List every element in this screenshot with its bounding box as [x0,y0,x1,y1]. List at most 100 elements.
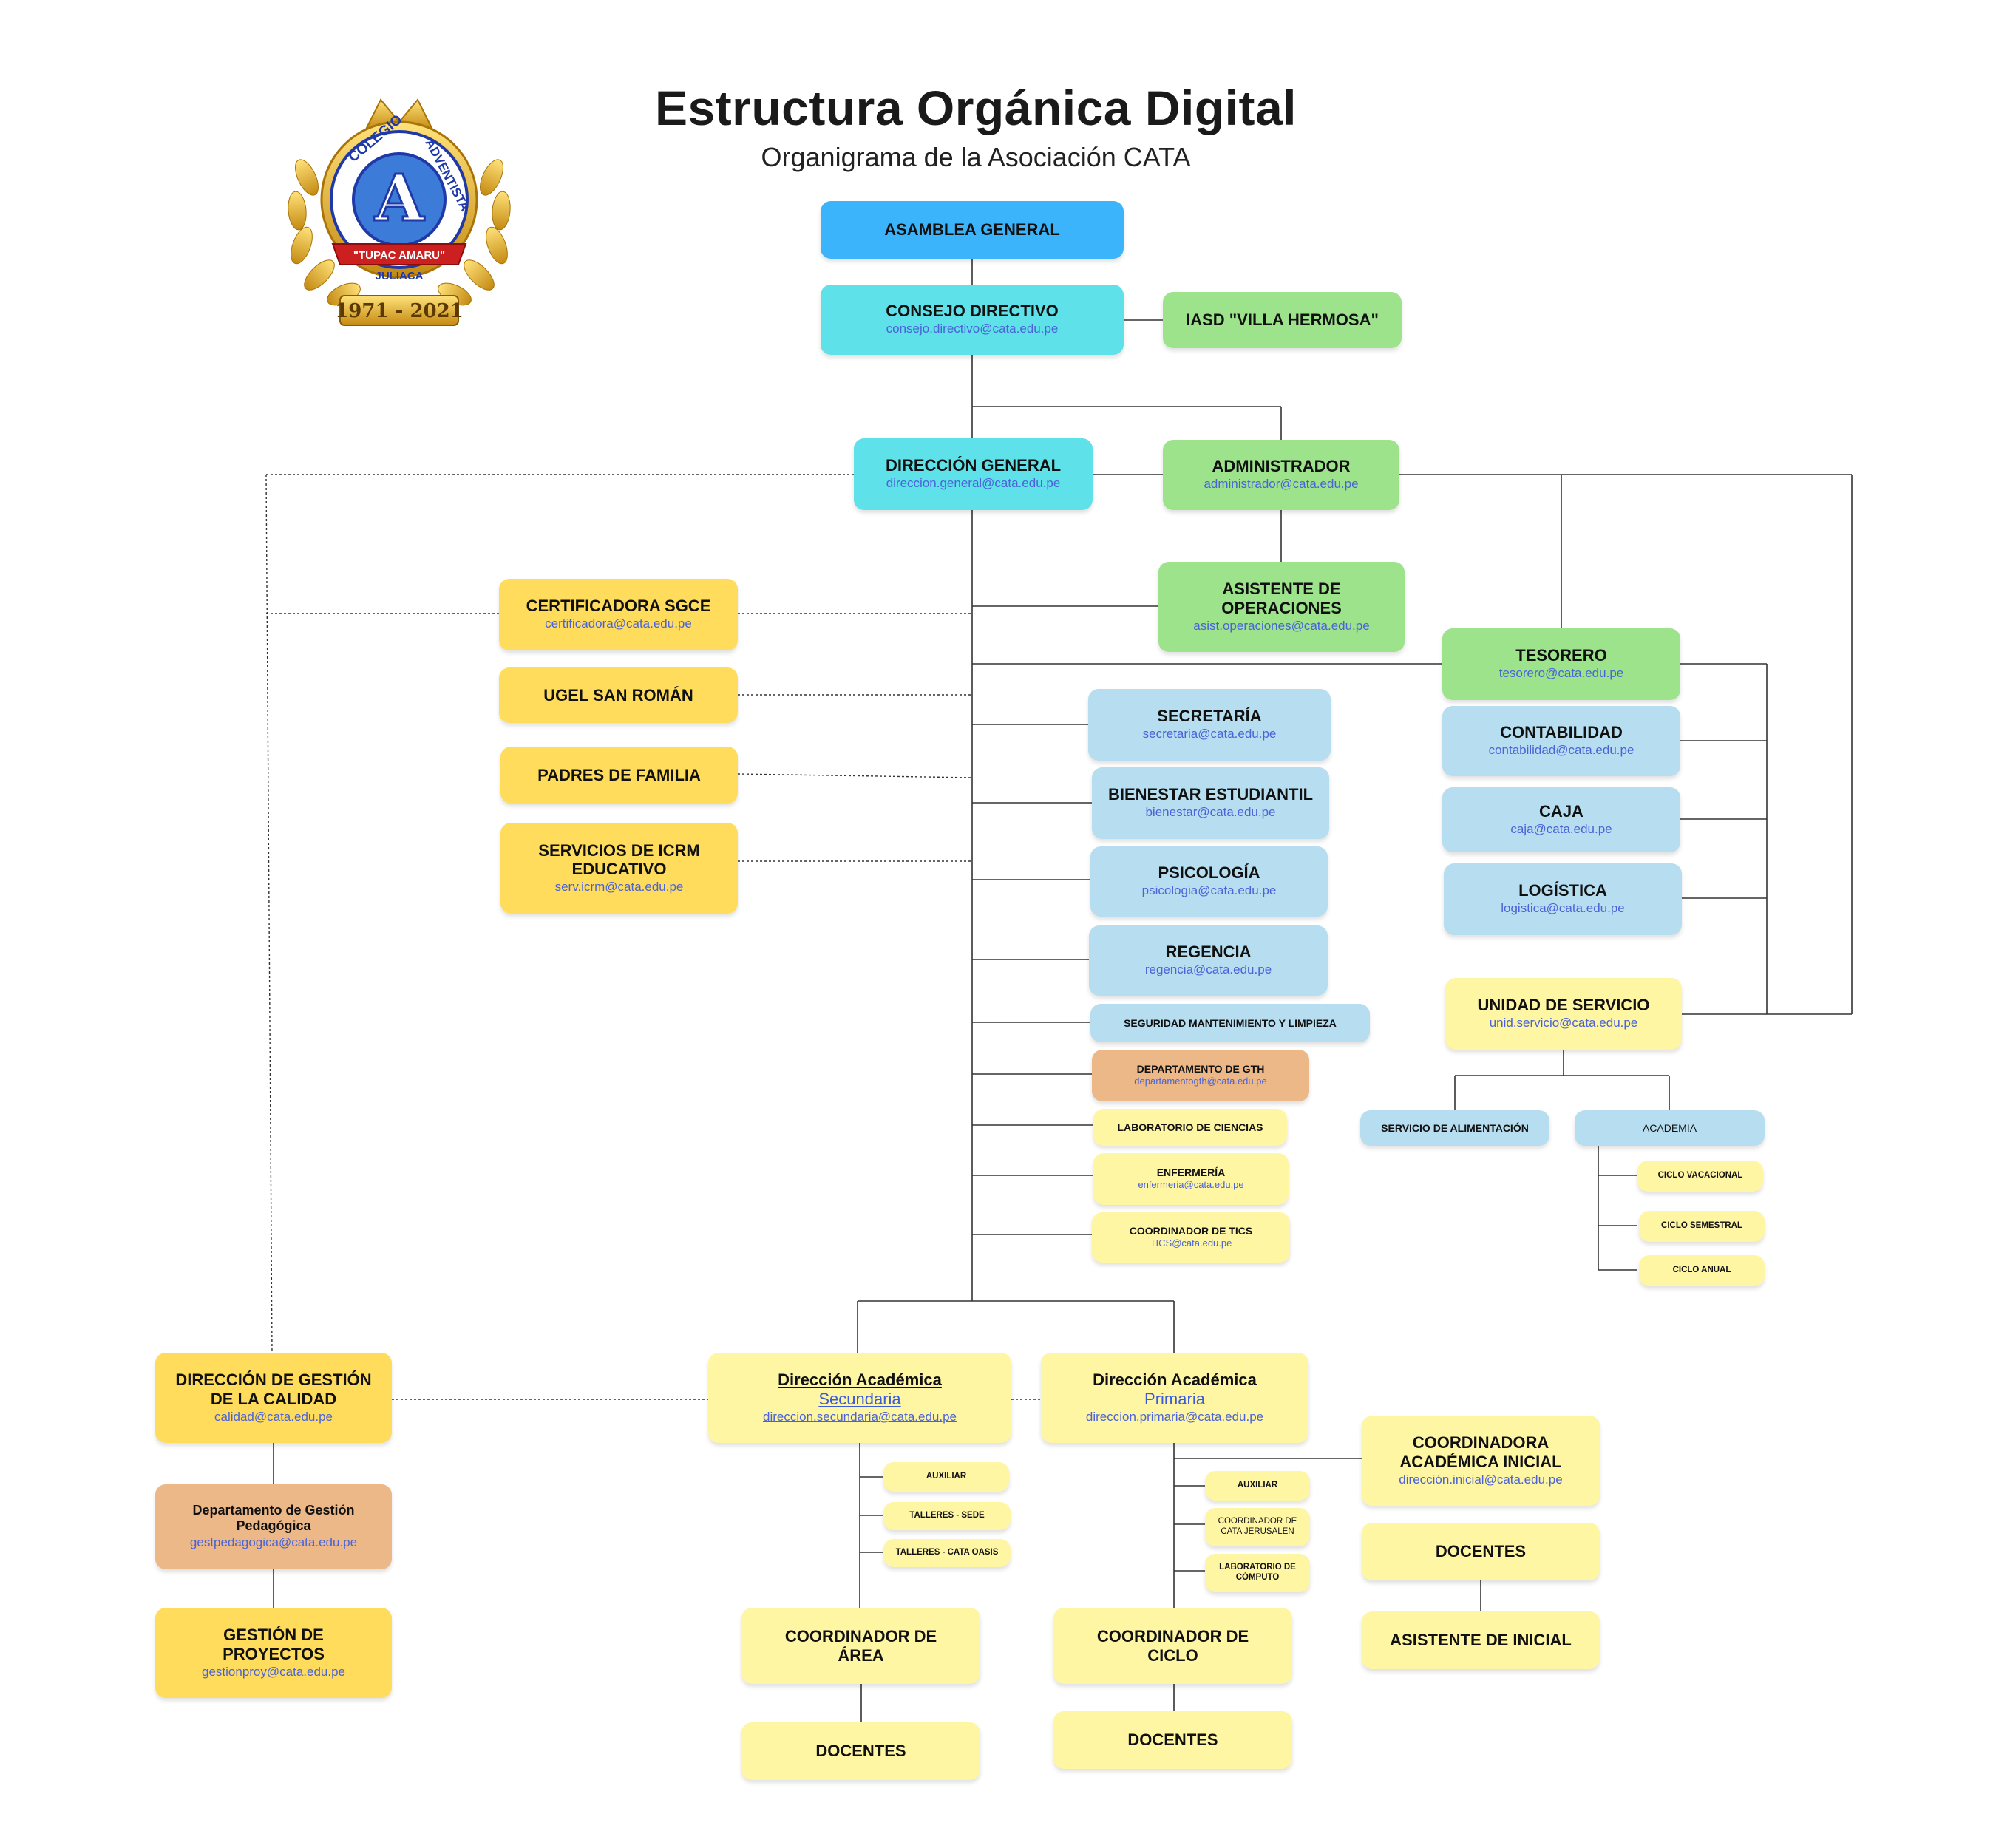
box-coordinador-tics[interactable]: COORDINADOR DE TICS TICS@cata.edu.pe [1092,1212,1290,1263]
box-email[interactable]: caja@cata.edu.pe [1510,821,1612,836]
box-title: CERTIFICADORA SGCE [526,597,711,616]
box-academia[interactable]: ACADEMIA [1575,1110,1765,1146]
box-consejo-directivo[interactable]: CONSEJO DIRECTIVO consejo.directivo@cata… [821,285,1124,355]
box-asamblea-general[interactable]: ASAMBLEA GENERAL [821,201,1124,259]
box-caja[interactable]: CAJA caja@cata.edu.pe [1442,787,1680,852]
box-title: LABORATORIO DE CÓMPUTO [1219,1563,1296,1582]
box-coordinador-ciclo[interactable]: COORDINADOR DE CICLO [1053,1608,1292,1684]
box-title: ADMINISTRADOR [1212,457,1351,476]
box-email[interactable]: direccion.secundaria@cata.edu.pe [762,1410,957,1424]
box-gestion-calidad[interactable]: DIRECCIÓN DE GESTIÓN DE LA CALIDAD calid… [155,1353,392,1443]
box-title: REGENCIA [1165,942,1252,962]
box-talleres-sede[interactable]: TALLERES - SEDE [883,1502,1011,1530]
box-tesorero[interactable]: TESORERO tesorero@cata.edu.pe [1442,628,1680,700]
box-email[interactable]: consejo.directivo@cata.edu.pe [886,322,1059,336]
box-title: COORDINADOR DE TICS [1129,1225,1253,1237]
box-secretaria[interactable]: SECRETARÍA secretaria@cata.edu.pe [1088,689,1331,761]
box-direccion-general[interactable]: DIRECCIÓN GENERAL direccion.general@cata… [854,438,1093,510]
box-title: BIENESTAR ESTUDIANTIL [1107,785,1314,804]
box-title: Departamento de Gestión Pedagógica [192,1503,355,1534]
box-administrador[interactable]: ADMINISTRADOR administrador@cata.edu.pe [1163,440,1399,510]
box-email[interactable]: gestionproy@cata.edu.pe [202,1664,345,1679]
box-email[interactable]: psicologia@cata.edu.pe [1141,883,1277,898]
box-ciclo-vacacional[interactable]: CICLO VACACIONAL [1637,1161,1763,1192]
box-servicios-icrm[interactable]: SERVICIOS DE ICRM EDUCATIVO serv.icrm@ca… [500,823,738,914]
box-laboratorio-computo[interactable]: LABORATORIO DE CÓMPUTO [1205,1554,1310,1592]
box-contabilidad[interactable]: CONTABILIDAD contabilidad@cata.edu.pe [1442,706,1680,776]
box-email[interactable]: bienestar@cata.edu.pe [1145,805,1276,820]
box-email[interactable]: dirección.inicial@cata.edu.pe [1399,1472,1563,1487]
page-title: Estructura Orgánica Digital [654,81,1297,135]
box-title: COORDINADOR DE CICLO [1096,1626,1249,1665]
box-email[interactable]: departamentogth@cata.edu.pe [1134,1075,1267,1087]
box-title: ASAMBLEA GENERAL [884,220,1060,240]
box-docentes-secundaria[interactable]: DOCENTES [741,1722,980,1780]
box-title: ASISTENTE DE INICIAL [1390,1631,1572,1650]
box-unidad-de-servicio[interactable]: UNIDAD DE SERVICIO unid.servicio@cata.ed… [1445,978,1682,1050]
box-title: AUXILIAR [1237,1481,1278,1490]
box-academica-primaria[interactable]: Dirección Académica Primaria direccion.p… [1041,1353,1308,1443]
box-psicologia[interactable]: PSICOLOGÍA psicologia@cata.edu.pe [1090,846,1328,917]
box-title: Dirección Académica [1093,1370,1257,1389]
box-ciclo-semestral[interactable]: CICLO SEMESTRAL [1639,1211,1765,1242]
box-email[interactable]: direccion.general@cata.edu.pe [886,476,1061,491]
box-departamento-gth[interactable]: DEPARTAMENTO DE GTH departamentogth@cata… [1092,1050,1309,1101]
box-email[interactable]: certificadora@cata.edu.pe [545,616,692,631]
box-laboratorio-ciencias[interactable]: LABORATORIO DE CIENCIAS [1093,1109,1287,1146]
box-title: CICLO VACACIONAL [1657,1171,1743,1181]
box-title: TESORERO [1515,646,1607,665]
box-asistente-operaciones[interactable]: ASISTENTE DE OPERACIONES asist.operacion… [1158,562,1405,652]
box-servicio-alimentacion[interactable]: SERVICIO DE ALIMENTACIÓN [1360,1110,1549,1146]
box-regencia[interactable]: REGENCIA regencia@cata.edu.pe [1089,925,1328,996]
box-email[interactable]: administrador@cata.edu.pe [1204,477,1359,492]
box-coordinador-area[interactable]: COORDINADOR DE ÁREA [741,1608,980,1684]
box-email[interactable]: regencia@cata.edu.pe [1144,962,1272,977]
box-padres-de-familia[interactable]: PADRES DE FAMILIA [500,747,738,804]
box-email[interactable]: asist.operaciones@cata.edu.pe [1193,618,1370,633]
box-email[interactable]: direccion.primaria@cata.edu.pe [1085,1410,1264,1424]
box-title: DIRECCIÓN DE GESTIÓN DE LA CALIDAD [175,1370,372,1408]
box-title: CICLO SEMESTRAL [1661,1221,1742,1231]
box-title: DEPARTAMENTO DE GTH [1136,1063,1265,1076]
box-email[interactable]: serv.icrm@cata.edu.pe [554,880,684,894]
box-seguridad-mantenimiento[interactable]: SEGURIDAD MANTENIMIENTO Y LIMPIEZA [1090,1004,1370,1042]
box-email[interactable]: calidad@cata.edu.pe [214,1409,333,1424]
box-gestion-proyectos[interactable]: GESTIÓN DE PROYECTOS gestionproy@cata.ed… [155,1608,392,1698]
box-auxiliar-secundaria[interactable]: AUXILIAR [883,1462,1009,1492]
box-title: GESTIÓN DE PROYECTOS [223,1626,325,1663]
box-coordinadora-inicial[interactable]: COORDINADORA ACADÉMICA INICIAL dirección… [1362,1416,1600,1506]
box-email[interactable]: TICS@cata.edu.pe [1150,1237,1232,1249]
box-title: CONTABILIDAD [1500,723,1623,742]
box-bienestar-estudiantil[interactable]: BIENESTAR ESTUDIANTIL bienestar@cata.edu… [1092,767,1329,839]
box-email[interactable]: logistica@cata.edu.pe [1501,901,1625,916]
box-enfermeria[interactable]: ENFERMERÍA enfermeria@cata.edu.pe [1093,1153,1289,1205]
box-email[interactable]: contabilidad@cata.edu.pe [1488,743,1635,758]
box-email[interactable]: gestpedagogica@cata.edu.pe [189,1535,358,1549]
box-ciclo-anual[interactable]: CICLO ANUAL [1639,1255,1765,1286]
box-email[interactable]: tesorero@cata.edu.pe [1498,666,1624,681]
box-title: DOCENTES [815,1742,906,1761]
box-ugel-san-roman[interactable]: UGEL SAN ROMÁN [499,667,738,723]
box-title: SECRETARÍA [1157,707,1262,726]
box-coordinador-jerusalen[interactable]: COORDINADOR DE CATA JERUSALEN [1205,1508,1310,1546]
box-title: ACADEMIA [1642,1121,1697,1134]
box-title: ENFERMERÍA [1156,1166,1226,1179]
box-gestion-pedagogica[interactable]: Departamento de Gestión Pedagógica gestp… [155,1484,392,1569]
box-certificadora-sgce[interactable]: CERTIFICADORA SGCE certificadora@cata.ed… [499,579,738,650]
box-email[interactable]: secretaria@cata.edu.pe [1142,727,1277,741]
box-academica-secundaria[interactable]: Dirección Académica Secundaria direccion… [708,1353,1011,1443]
box-iasd-villa-hermosa[interactable]: IASD "VILLA HERMOSA" [1163,292,1402,348]
box-email[interactable]: enfermeria@cata.edu.pe [1138,1178,1244,1190]
box-docentes-primaria[interactable]: DOCENTES [1053,1711,1292,1769]
box-title: DIRECCIÓN GENERAL [885,456,1062,475]
box-auxiliar-primaria[interactable]: AUXILIAR [1205,1471,1310,1501]
box-talleres-cata-oasis[interactable]: TALLERES - CATA OASIS [883,1539,1011,1567]
box-title: UGEL SAN ROMÁN [543,685,693,704]
box-title: LOGÍSTICA [1518,881,1607,900]
box-asistente-inicial[interactable]: ASISTENTE DE INICIAL [1362,1611,1600,1669]
box-email[interactable]: unid.servicio@cata.edu.pe [1489,1016,1638,1030]
box-docentes-inicial[interactable]: DOCENTES [1362,1523,1600,1580]
box-title: SERVICIOS DE ICRM EDUCATIVO [538,840,700,879]
box-logistica[interactable]: LOGÍSTICA logistica@cata.edu.pe [1444,863,1682,935]
box-title: SEGURIDAD MANTENIMIENTO Y LIMPIEZA [1124,1016,1337,1029]
